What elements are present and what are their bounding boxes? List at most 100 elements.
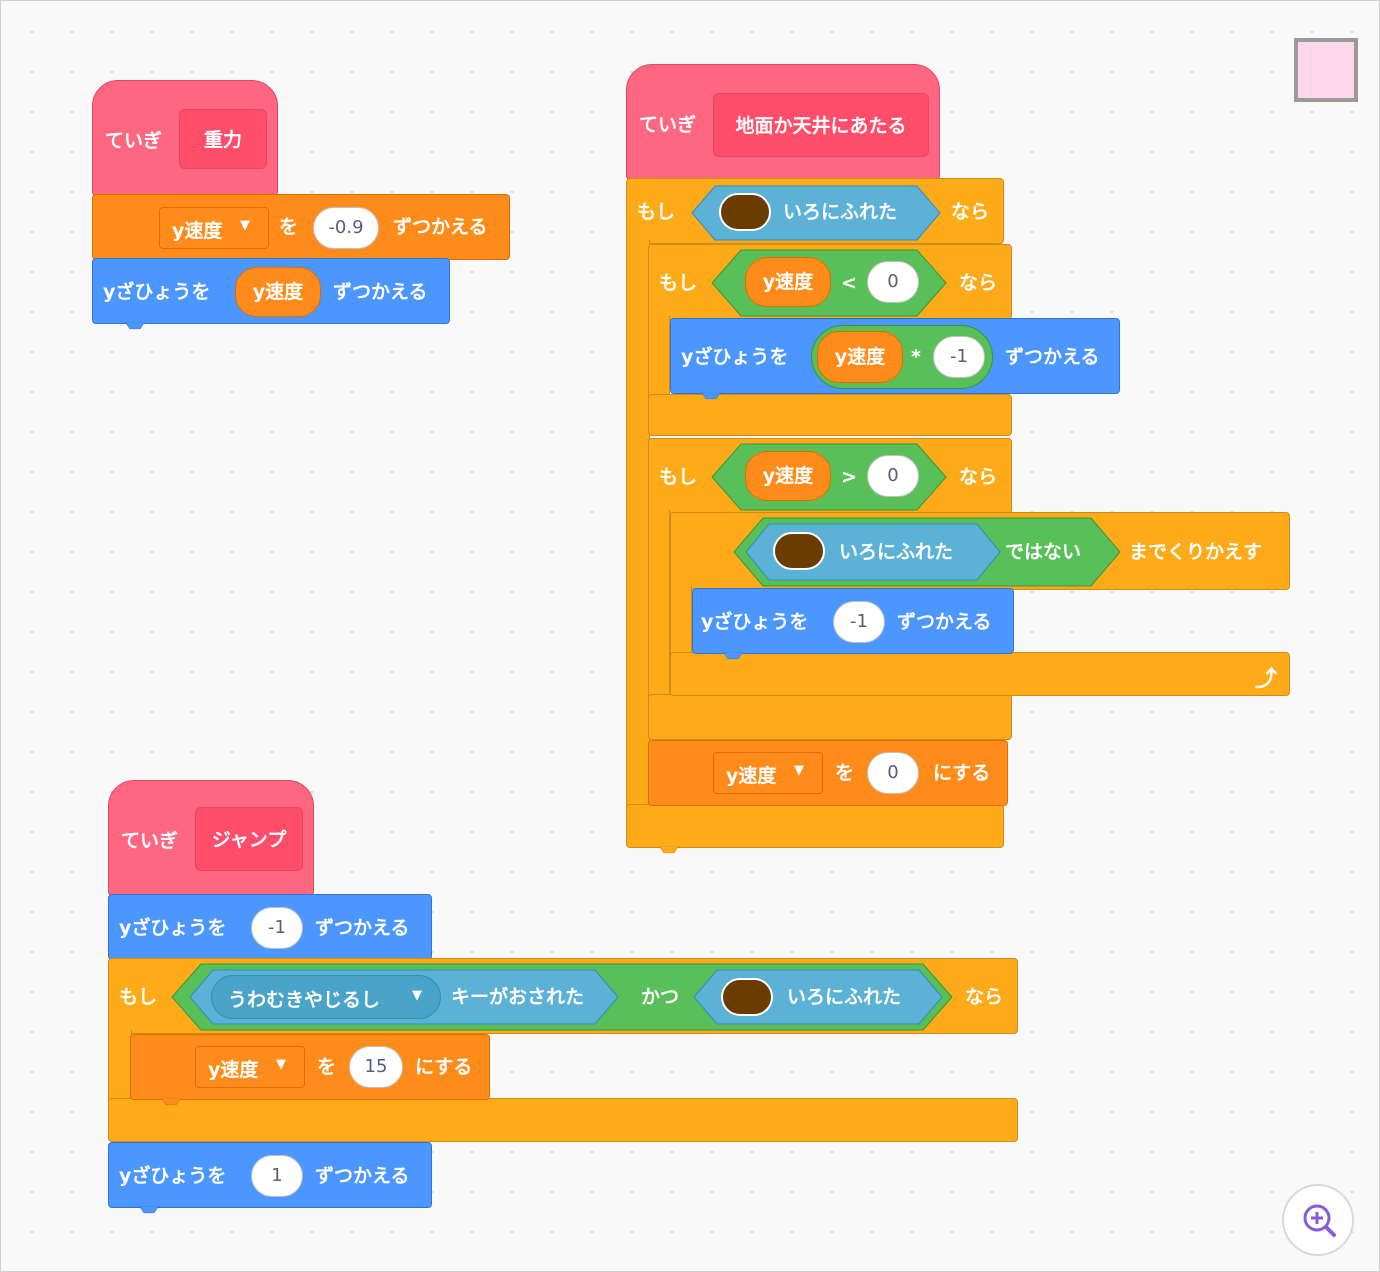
then-label: なら [951, 201, 990, 223]
color-swatch[interactable] [773, 532, 825, 570]
if-outer-arm [626, 240, 650, 810]
if-jump-bottom [108, 1098, 1018, 1142]
repeat-until-block[interactable]: いろにふれた ではない までくりかえす [670, 512, 1290, 590]
value-input[interactable]: -1 [251, 907, 303, 949]
define-label: ていぎ [121, 830, 179, 852]
suffix-text: ずつかえる [315, 1165, 410, 1187]
key-name: うわむきやじるし [228, 989, 381, 1011]
suffix-text: ずつかえる [393, 216, 488, 238]
suffix-text: ずつかえる [315, 917, 410, 939]
sensing-label: いろにふれた [839, 541, 954, 563]
value-input[interactable]: -0.9 [313, 207, 379, 249]
value-input[interactable]: 0 [867, 455, 919, 497]
define-label: ていぎ [639, 114, 697, 136]
if-label: もし [659, 272, 698, 294]
change-y-block[interactable]: yざひょうを y速度 ずつかえる [92, 258, 450, 324]
repeat-bottom: ⤴ [670, 652, 1290, 696]
if-less-arm [648, 316, 670, 400]
variable-reporter[interactable]: y速度 [745, 451, 831, 501]
change-y-label: yざひょうを [119, 1165, 227, 1187]
if-greater-block[interactable]: もし y速度 > 0 なら [648, 438, 1012, 514]
change-y-label: yざひょうを [119, 917, 227, 939]
suffix-text: ずつかえる [1005, 346, 1100, 368]
repeat-until-label: までくりかえす [1129, 541, 1263, 563]
define-name-hit: 地面か天井にあたる [713, 93, 929, 157]
key-pressed-label: キーがおされた [451, 986, 585, 1008]
if-key-and-touch-block[interactable]: もし うわむきやじるし ▼ キーがおされた かつ いろにふれた なら [108, 958, 1018, 1034]
if-label: もし [119, 986, 158, 1008]
define-name-jump: ジャンプ [195, 807, 303, 871]
value-input[interactable]: 0 [867, 752, 919, 794]
caret-down-icon: ▼ [794, 763, 804, 778]
value-input[interactable]: -1 [933, 336, 985, 378]
value-input[interactable]: 15 [349, 1046, 403, 1088]
variable-name: y速度 [172, 220, 223, 242]
variable-reporter[interactable]: y速度 [817, 331, 903, 383]
suffix-text: にする [933, 762, 991, 784]
if-label: もし [637, 201, 676, 223]
variable-reporter[interactable]: y速度 [235, 267, 321, 317]
caret-down-icon: ▼ [276, 1057, 286, 1072]
variable-name: y速度 [726, 765, 777, 787]
and-label: かつ [641, 986, 680, 1008]
change-y-label: yざひょうを [681, 346, 789, 368]
if-less-block[interactable]: もし y速度 < 0 なら [648, 244, 1012, 320]
joiner-text: を [279, 216, 299, 238]
variable-dropdown[interactable]: y速度 ▼ [159, 207, 269, 249]
joiner-text: を [317, 1056, 337, 1078]
define-label: ていぎ [105, 130, 163, 152]
define-hit-hat[interactable]: ていぎ 地面か天井にあたる [626, 64, 940, 180]
then-label: なら [959, 466, 998, 488]
set-variable-block[interactable]: y速度 ▼ を 0 にする [648, 740, 1008, 806]
suffix-text: ずつかえる [333, 281, 428, 303]
joiner-text: を [835, 762, 855, 784]
then-label: なら [959, 272, 998, 294]
if-greater-bottom [648, 694, 1012, 740]
caret-down-icon: ▼ [240, 218, 250, 233]
if-outer-block[interactable]: もし いろにふれた なら [626, 178, 1004, 244]
operator-symbol: > [841, 466, 857, 488]
block-tab [658, 846, 680, 854]
if-less-bottom [648, 394, 1012, 436]
color-swatch[interactable] [719, 193, 771, 231]
zoom-in-icon [1303, 1204, 1336, 1237]
value-input[interactable]: -1 [833, 601, 885, 643]
sprite-thumbnail[interactable] [1294, 38, 1358, 102]
variable-dropdown[interactable]: y速度 ▼ [195, 1046, 305, 1088]
variable-reporter[interactable]: y速度 [745, 257, 831, 307]
change-y-block[interactable]: yざひょうを 1 ずつかえる [108, 1142, 432, 1208]
value-input[interactable]: 1 [251, 1155, 303, 1197]
key-dropdown[interactable]: うわむきやじるし ▼ [211, 975, 441, 1019]
zoom-in-button[interactable] [1282, 1184, 1354, 1256]
if-greater-arm [648, 510, 670, 700]
not-label: ではない [1005, 541, 1082, 563]
value-input[interactable]: 0 [867, 261, 919, 303]
suffix-text: ずつかえる [897, 611, 992, 633]
variable-name: y速度 [208, 1059, 259, 1081]
block-tab [138, 1206, 160, 1214]
sensing-label: いろにふれた [787, 986, 902, 1008]
change-y-multiply-block[interactable]: yざひょうを y速度 * -1 ずつかえる [670, 318, 1120, 394]
block-tab [722, 652, 744, 660]
if-jump-arm [108, 1030, 132, 1106]
color-swatch[interactable] [721, 978, 773, 1016]
if-label: もし [659, 466, 698, 488]
set-variable-block[interactable]: y速度 ▼ を 15 にする [130, 1034, 490, 1100]
suffix-text: にする [415, 1056, 473, 1078]
block-tab [124, 322, 146, 330]
repeat-arm [670, 586, 692, 660]
if-outer-bottom [626, 804, 1004, 848]
change-y-label: yざひょうを [103, 281, 211, 303]
change-y-block[interactable]: yざひょうを -1 ずつかえる [692, 588, 1014, 654]
block-tab [700, 392, 722, 400]
change-y-label: yざひょうを [701, 611, 809, 633]
define-name-gravity: 重力 [179, 109, 267, 169]
define-gravity-hat[interactable]: ていぎ 重力 [92, 80, 278, 196]
define-jump-hat[interactable]: ていぎ ジャンプ [108, 780, 314, 896]
caret-down-icon: ▼ [412, 988, 422, 1003]
operator-symbol: * [911, 346, 921, 368]
variable-dropdown[interactable]: y速度 ▼ [713, 752, 823, 794]
block-tab [160, 1098, 182, 1106]
change-y-block[interactable]: yざひょうを -1 ずつかえる [108, 894, 432, 960]
change-variable-block[interactable]: y速度 ▼ を -0.9 ずつかえる [92, 194, 510, 260]
